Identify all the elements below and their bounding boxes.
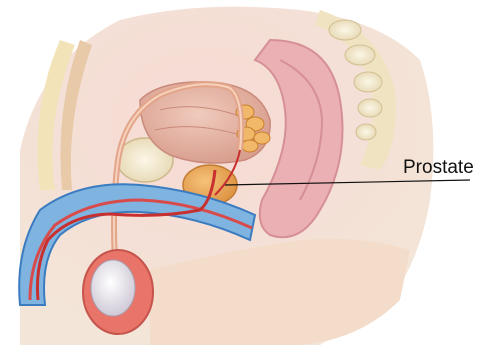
prostate-label: Prostate (403, 157, 474, 179)
testis (91, 260, 135, 316)
